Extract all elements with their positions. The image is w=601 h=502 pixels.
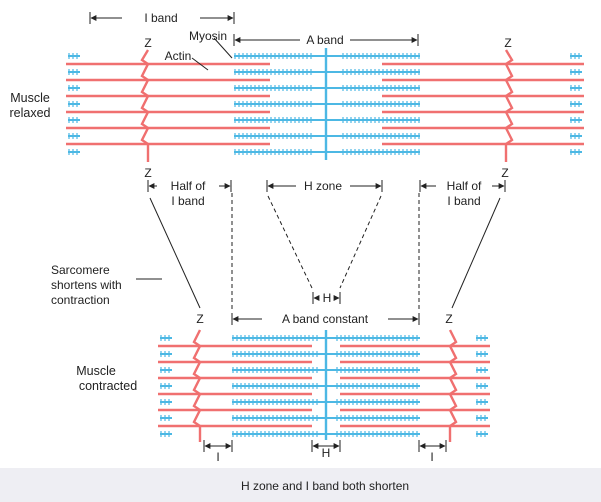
sarcomere-label-line2: shortens with (51, 278, 122, 292)
myosin-filament (160, 367, 488, 373)
myosin-filament (160, 399, 488, 405)
myosin-filament (68, 85, 582, 91)
half-of-i-band-left-line1: Half of (171, 179, 206, 193)
myosin-filament (160, 335, 488, 341)
caption-bar (0, 468, 601, 502)
myosin-filament (68, 149, 582, 155)
a-band-label: A band (306, 33, 343, 47)
myosin-filament (160, 383, 488, 389)
z-line (192, 329, 202, 442)
i-small-left-label: I (216, 450, 219, 464)
z-line (448, 329, 458, 442)
myosin-filament (68, 133, 582, 139)
a-band-constant-label: A band constant (282, 312, 369, 326)
half-of-i-band-right-line2: I band (447, 194, 480, 208)
h-zone-label: H zone (304, 179, 342, 193)
z-line (140, 49, 150, 162)
myosin-filament (160, 415, 488, 421)
i-band-label: I band (144, 11, 177, 25)
myosin-filament (68, 53, 582, 59)
contracted-sarcomere (158, 329, 490, 442)
myosin-filament (160, 351, 488, 357)
z-line (504, 49, 514, 162)
muscle-relaxed-label-line1: Muscle (10, 91, 50, 105)
h-bottom-label: H (322, 446, 331, 460)
actin-label: Actin (165, 49, 192, 63)
z-line-label-contracted-left: Z (196, 312, 203, 326)
muscle-contracted-label-line2: contracted (79, 379, 137, 393)
dimension-lines-bottom (203, 440, 447, 452)
myosin-filament (160, 431, 488, 437)
relaxed-sarcomere (66, 48, 584, 162)
half-of-i-band-right-line1: Half of (447, 179, 482, 193)
muscle-relaxed-label-line2: relaxed (10, 106, 51, 120)
z-line-label-top-right: Z (504, 36, 511, 50)
z-line-label-contracted-right: Z (445, 312, 452, 326)
z-line-label-mid-left: Z (144, 166, 151, 180)
dimension-lines-middle (136, 180, 506, 325)
dimension-lines-top (89, 12, 419, 71)
sarcomere-label-line1: Sarcomere (51, 263, 110, 277)
muscle-contracted-label-line1: Muscle (76, 364, 116, 378)
caption: H zone and I band both shorten (241, 479, 409, 493)
myosin-filament (68, 117, 582, 123)
sarcomere-label-line3: contraction (51, 293, 110, 307)
z-line-label-mid-right: Z (501, 166, 508, 180)
h-small-label: H (323, 291, 332, 305)
half-of-i-band-left-line2: I band (171, 194, 204, 208)
i-small-right-label: I (430, 450, 433, 464)
myosin-label: Myosin (189, 29, 227, 43)
z-line-label-top-left: Z (144, 36, 151, 50)
